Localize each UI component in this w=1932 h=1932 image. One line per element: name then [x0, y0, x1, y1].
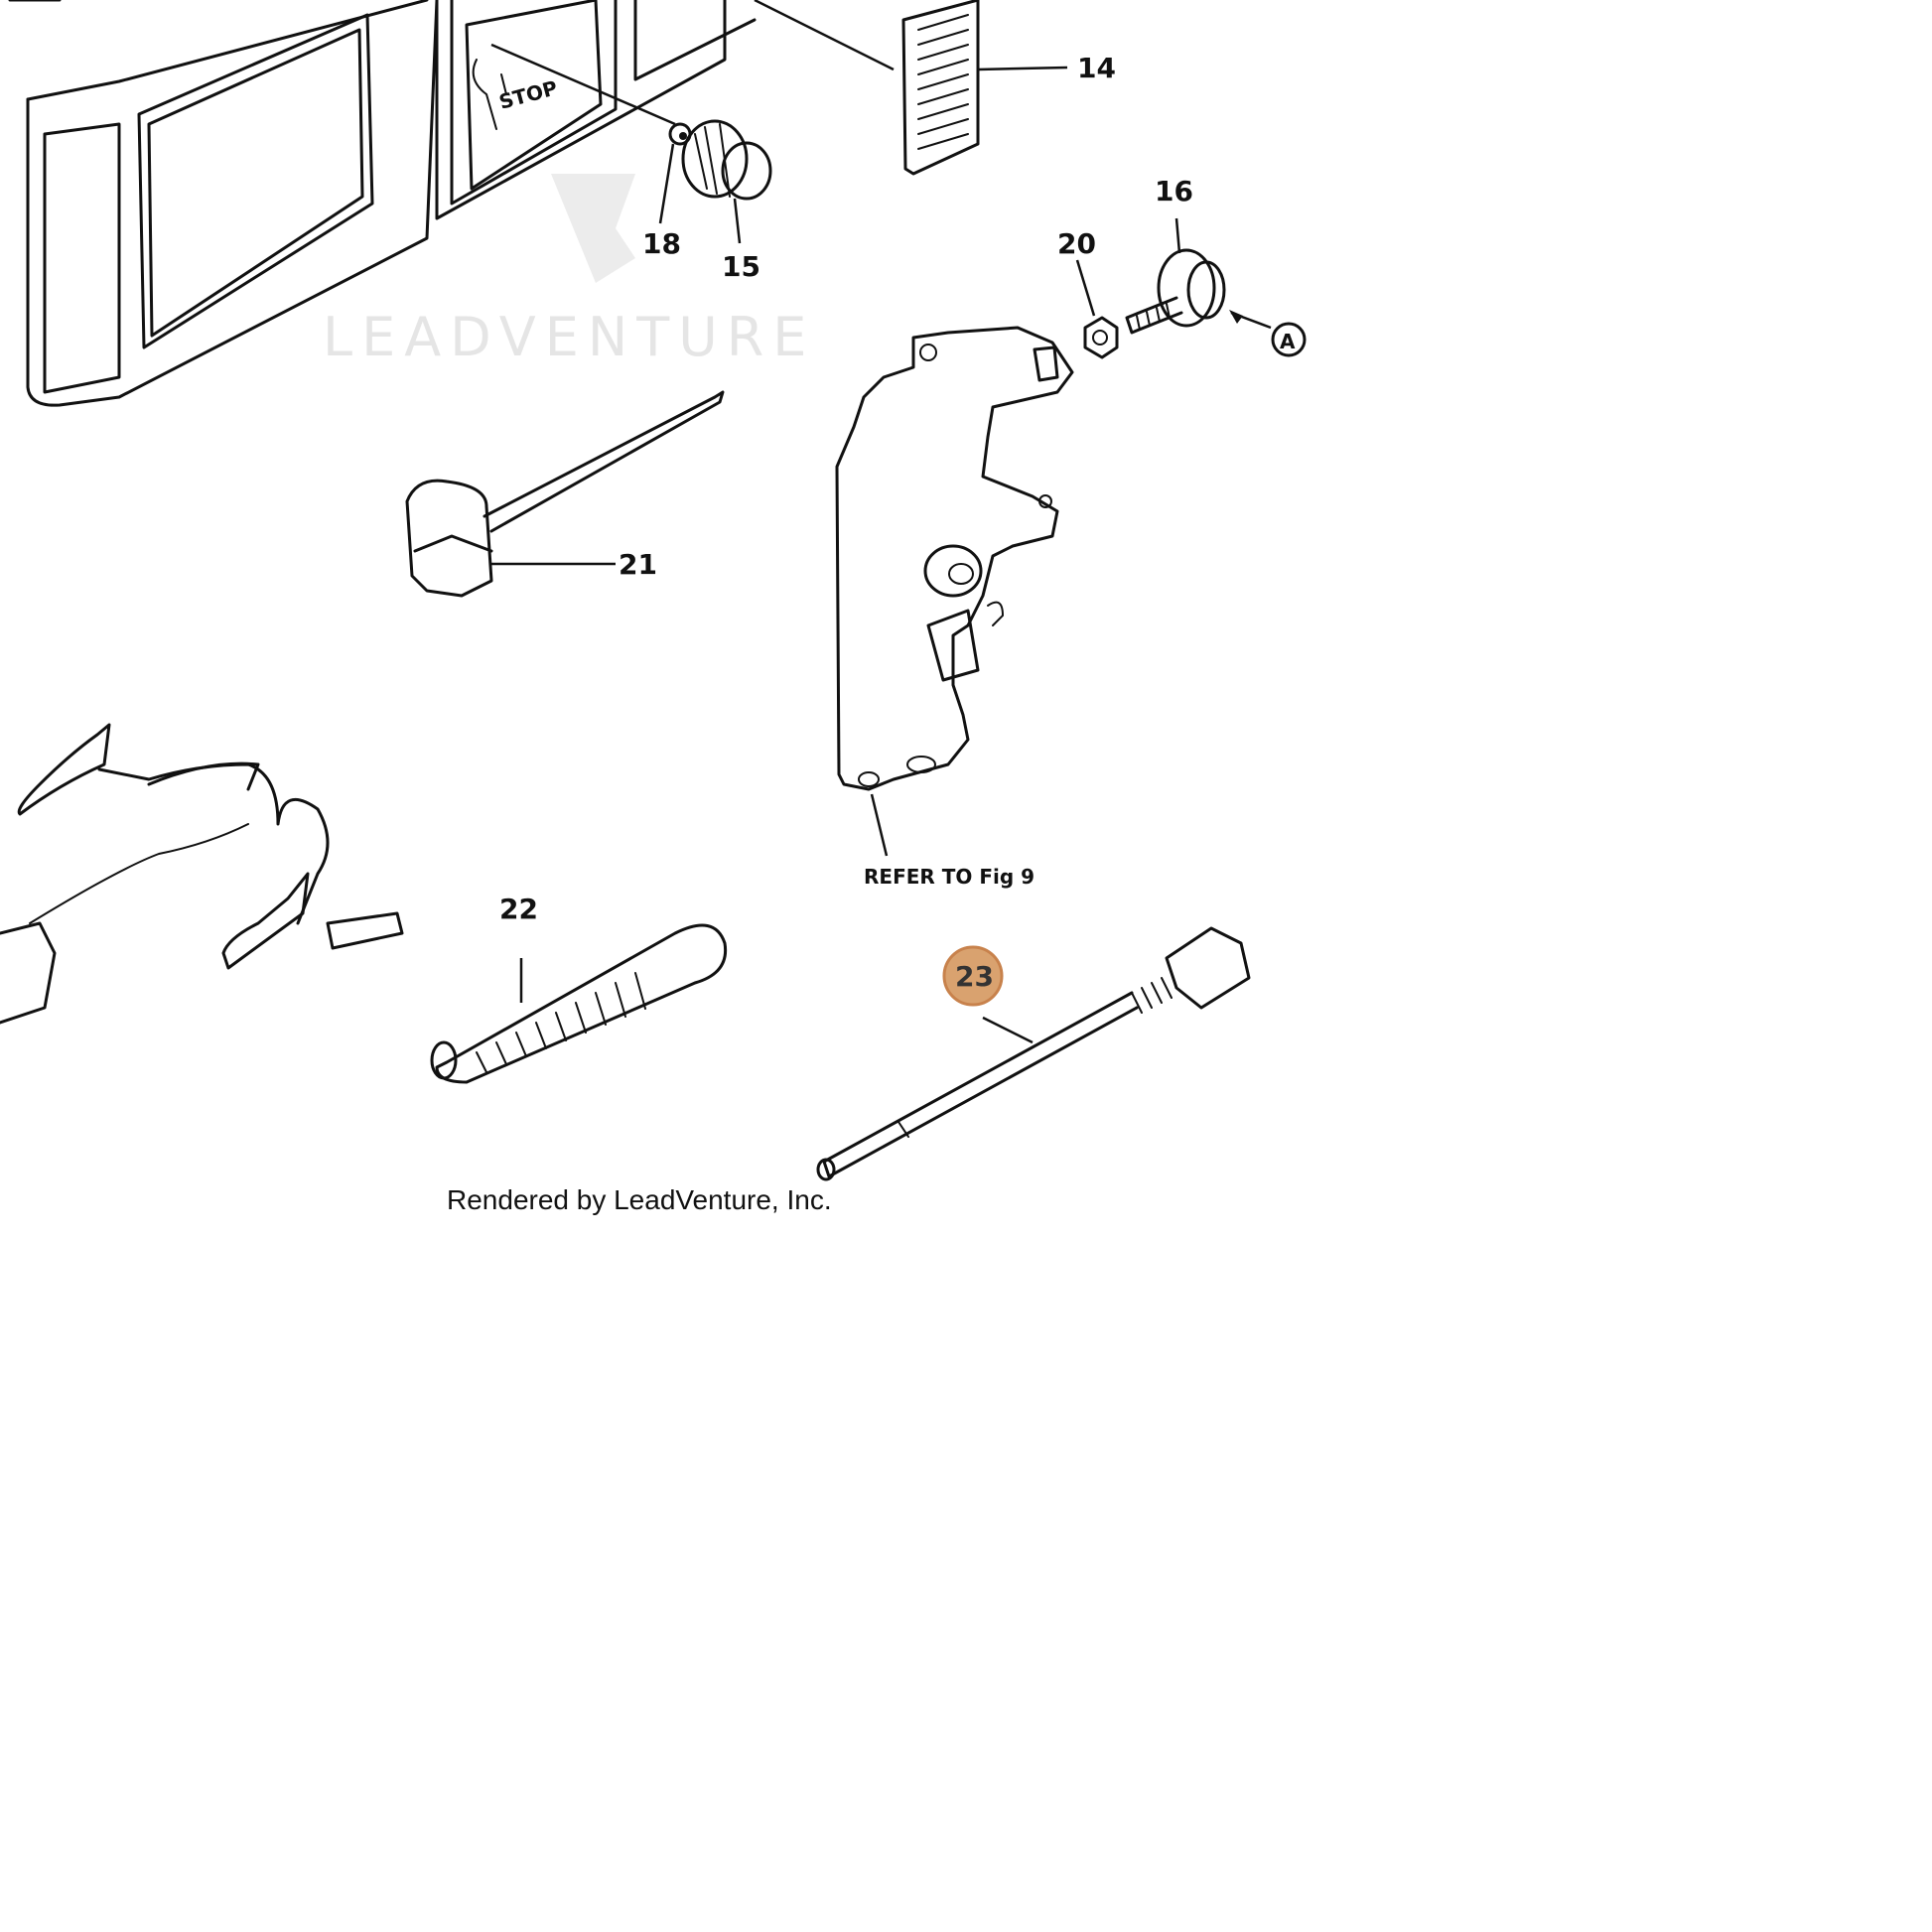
part-21-tool [405, 390, 725, 598]
callout-15: 15 [722, 250, 760, 283]
part-22-spring [430, 923, 728, 1084]
part-23-rod [816, 926, 1251, 1181]
watermark: LEADVENTURE [323, 174, 815, 368]
callout-16: 16 [1155, 175, 1193, 207]
part-15-knob [681, 119, 772, 244]
callout-23[interactable]: 23 [955, 960, 994, 993]
highlight-badge[interactable] [942, 945, 1004, 1007]
battery-leads [0, 723, 404, 1025]
callout-14: 14 [1077, 52, 1116, 84]
part-20-nut [1075, 259, 1119, 359]
mounting-bracket: REFER TO Fig 9 [835, 326, 1074, 889]
callout-20: 20 [1057, 227, 1096, 260]
part-18-washer [658, 122, 692, 224]
callout-21: 21 [619, 548, 657, 581]
watermark-text: LEADVENTURE [323, 306, 815, 368]
arrow-A: A [1229, 310, 1307, 357]
panel-stop-label: STOP [496, 75, 560, 114]
note-refer-fig9: REFER TO Fig 9 [864, 865, 1035, 889]
callout-23-highlight[interactable]: 23 [942, 945, 1004, 1007]
part-16-thumbscrew [1125, 217, 1226, 335]
circle-A-label: A [1280, 330, 1296, 353]
part-14-cover [901, 0, 1068, 176]
callout-18: 18 [642, 227, 681, 260]
watermark-logo [551, 174, 635, 283]
footer-credit: Rendered by LeadVenture, Inc. [447, 1184, 832, 1215]
callout-22: 22 [499, 893, 538, 925]
